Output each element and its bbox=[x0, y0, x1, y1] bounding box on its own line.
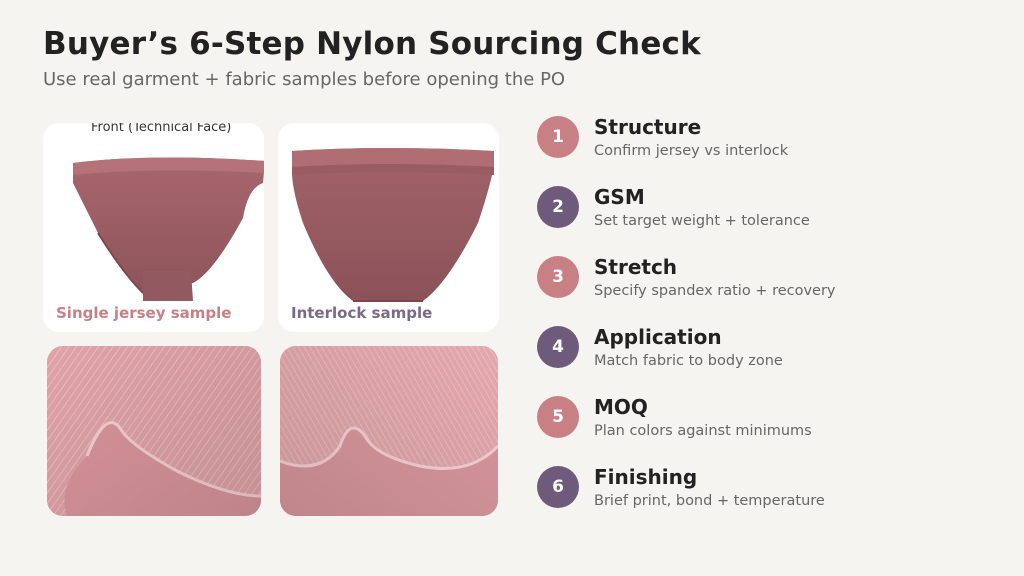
step-number-badge: 2 bbox=[537, 186, 579, 228]
step-title: Application bbox=[594, 325, 722, 349]
step-number-badge: 5 bbox=[537, 396, 579, 438]
step-title: Stretch bbox=[594, 255, 678, 279]
fabric-fold-icon bbox=[47, 346, 261, 516]
step-title: GSM bbox=[594, 185, 645, 209]
step-description: Confirm jersey vs interlock bbox=[594, 143, 789, 159]
single-jersey-fabric-swatch bbox=[47, 346, 261, 516]
step-description: Set target weight + tolerance bbox=[594, 213, 810, 229]
step-stretch: 3 Stretch Specify spandex ratio + recove… bbox=[537, 255, 1007, 300]
step-moq: 5 MOQ Plan colors against minimums bbox=[537, 395, 1007, 440]
single-jersey-garment-image: Front (Technical Face) Single jersey sam… bbox=[43, 123, 264, 332]
step-number-badge: 1 bbox=[537, 116, 579, 158]
brief-icon bbox=[292, 148, 494, 302]
step-finishing: 6 Finishing Brief print, bond + temperat… bbox=[537, 465, 1007, 510]
interlock-label: Interlock sample bbox=[291, 304, 433, 322]
step-description: Plan colors against minimums bbox=[594, 423, 812, 439]
step-title: Structure bbox=[594, 115, 702, 139]
step-title: Finishing bbox=[594, 465, 698, 489]
brief-icon bbox=[73, 157, 264, 301]
step-description: Brief print, bond + temperature bbox=[594, 493, 825, 509]
interlock-garment-image: Interlock sample bbox=[278, 123, 499, 332]
step-description: Specify spandex ratio + recovery bbox=[594, 283, 836, 299]
step-description: Match fabric to body zone bbox=[594, 353, 783, 369]
step-number-badge: 6 bbox=[537, 466, 579, 508]
single-jersey-label: Single jersey sample bbox=[56, 304, 232, 322]
step-gsm: 2 GSM Set target weight + tolerance bbox=[537, 185, 1007, 230]
fabric-fold-icon bbox=[280, 346, 498, 516]
step-number-badge: 3 bbox=[537, 256, 579, 298]
front-technical-face-label: Front (Technical Face) bbox=[91, 123, 232, 135]
step-number-badge: 4 bbox=[537, 326, 579, 368]
step-application: 4 Application Match fabric to body zone bbox=[537, 325, 1007, 370]
page-subtitle: Use real garment + fabric samples before… bbox=[43, 69, 566, 90]
step-structure: 1 Structure Confirm jersey vs interlock bbox=[537, 115, 1007, 160]
step-title: MOQ bbox=[594, 395, 648, 419]
interlock-fabric-swatch bbox=[280, 346, 498, 516]
page-title: Buyer’s 6-Step Nylon Sourcing Check bbox=[43, 26, 701, 62]
